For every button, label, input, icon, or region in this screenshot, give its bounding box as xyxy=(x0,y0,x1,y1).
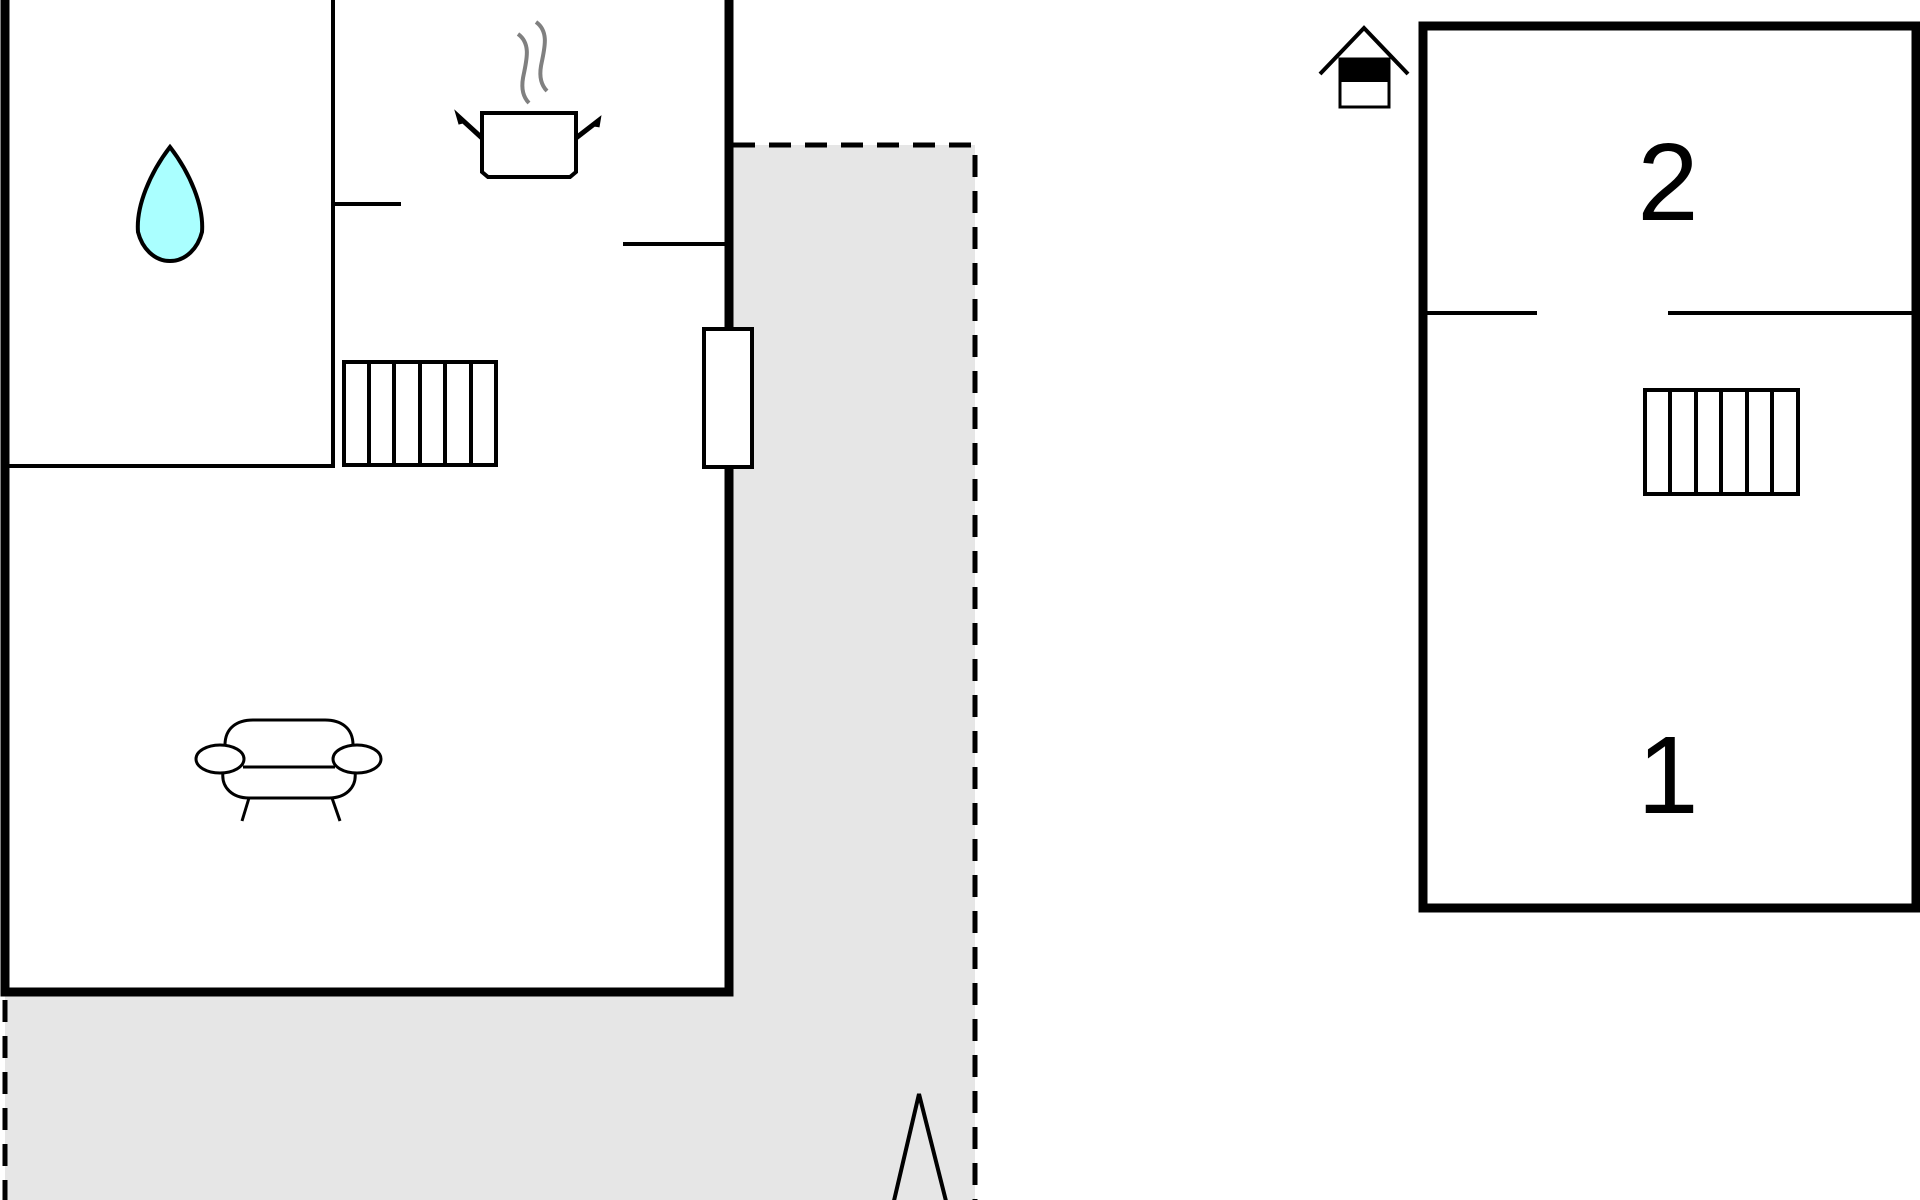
annex-radiator-icon xyxy=(1643,388,1800,496)
room-number-1: 1 xyxy=(1637,714,1698,837)
kitchen-cooking-pot-icon xyxy=(454,20,602,179)
main-house xyxy=(0,0,754,997)
terrace-area xyxy=(2,142,978,1200)
annex-outer-wall xyxy=(1418,21,1920,913)
sofa-icon xyxy=(194,718,383,822)
radiator-icon xyxy=(342,360,498,467)
terrace-outline-right xyxy=(733,142,978,1200)
steam-line-left xyxy=(516,32,531,105)
pot-body xyxy=(480,111,578,179)
north-arrow-icon xyxy=(892,1093,948,1200)
steam-line-right xyxy=(534,20,549,93)
main-house-outer-wall xyxy=(0,0,734,997)
annex-building: 2 1 xyxy=(1418,21,1920,913)
room-number-2: 2 xyxy=(1637,121,1698,244)
bathroom-water-drop-icon xyxy=(135,143,205,264)
house-icon xyxy=(1318,25,1410,109)
pot-handle-left xyxy=(454,109,484,140)
bathroom-wall xyxy=(5,0,335,468)
main-house-window xyxy=(702,327,754,469)
terrace-shade-horizontal xyxy=(5,992,975,1200)
pot-handle-right xyxy=(574,115,602,140)
